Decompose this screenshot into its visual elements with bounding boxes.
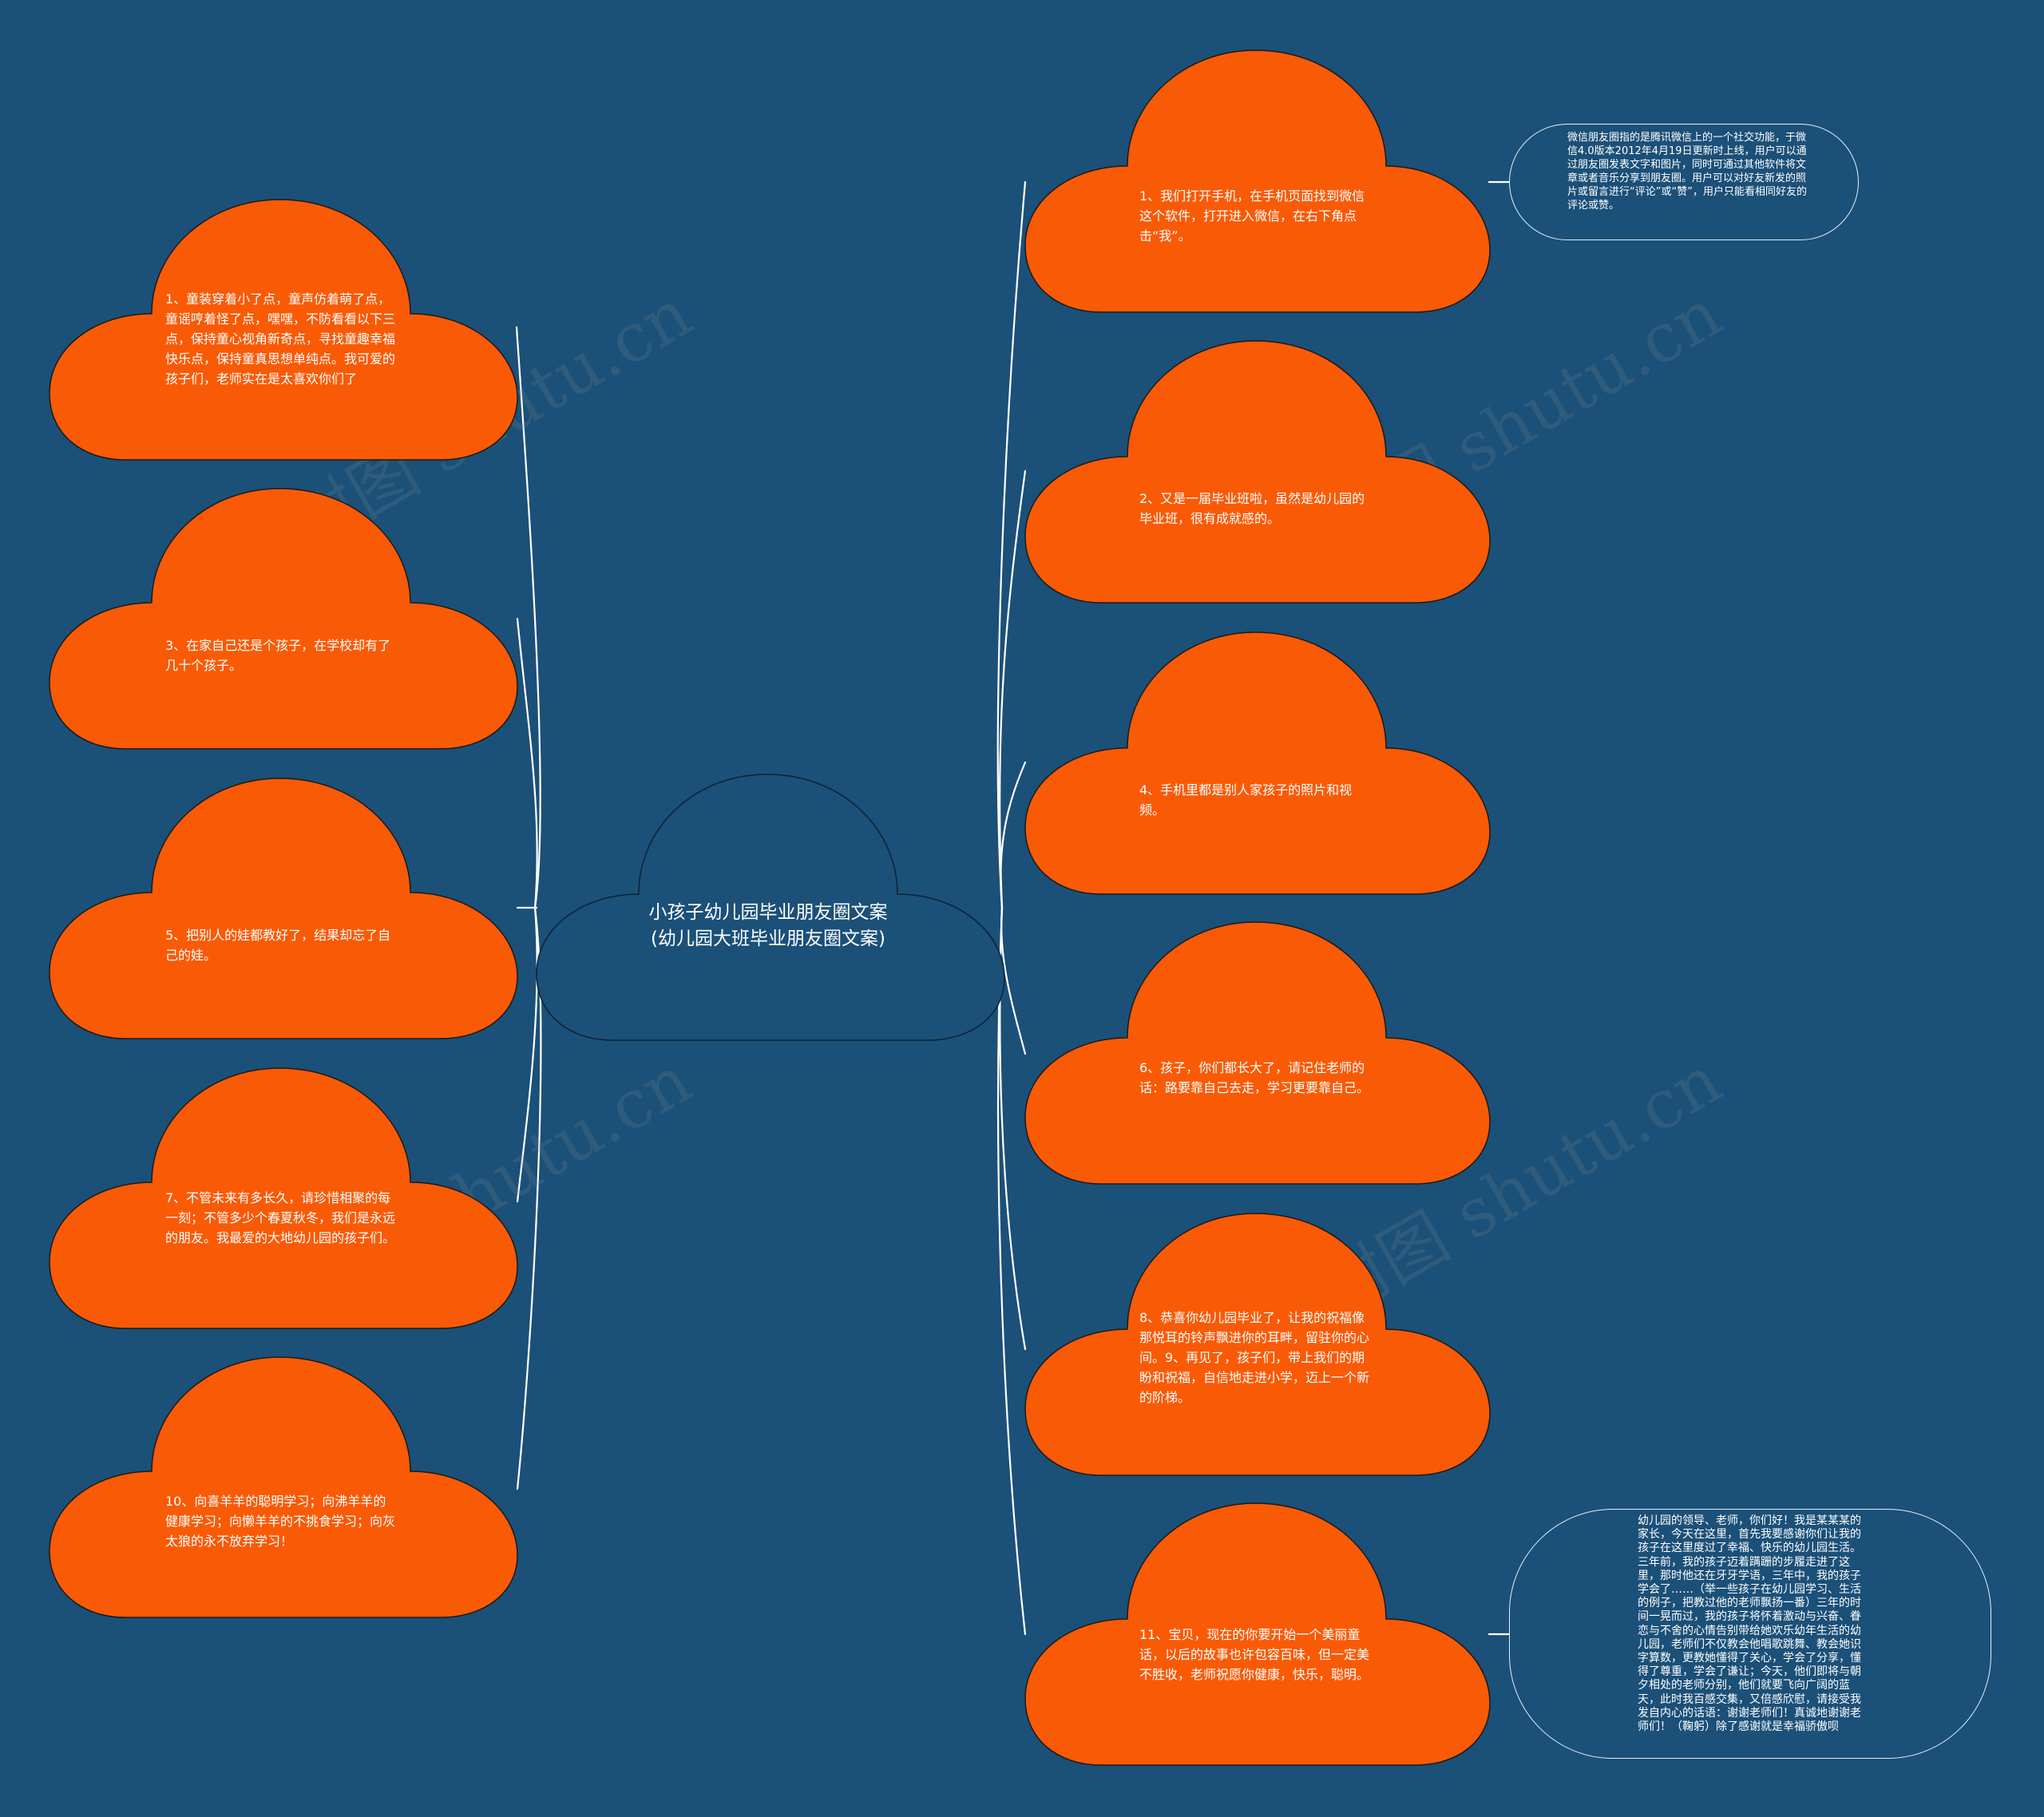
right-node-8[interactable]: 8、恭喜你幼儿园毕业了，让我的祝福像那悦耳的铃声飘进你的耳畔，留驻你的心间。9、… <box>1024 1213 1491 1477</box>
right-node-11-text: 11、宝贝，现在的你要开始一个美丽童话，以后的故事也许包容百味，但一定美不胜收，… <box>1139 1627 1370 1682</box>
left-node-1[interactable]: 1、童装穿着小了点，童声仿着萌了点，童谣哼着怪了点，嘿嘿，不防看看以下三点，保持… <box>49 199 518 461</box>
left-node-7-text: 7、不管未来有多长久，请珍惜相聚的每一刻；不管多少个春夏秋冬，我们是永远的朋友。… <box>165 1190 396 1245</box>
left-node-10-text: 10、向喜羊羊的聪明学习；向沸羊羊的健康学习；向懒羊羊的不挑食学习；向灰太狼的永… <box>165 1494 396 1549</box>
connector-left-3 <box>516 617 538 909</box>
left-node-3-text: 3、在家自己还是个孩子，在学校却有了几十个孩子。 <box>165 638 391 673</box>
right-node-2[interactable]: 2、又是一届毕业班啦，虽然是幼儿园的毕业班，很有成就感的。 <box>1024 340 1491 604</box>
center-topic-title: 小孩子幼儿园毕业朋友圈文案(幼儿园大班毕业朋友圈文案) <box>648 902 888 949</box>
center-topic[interactable]: 小孩子幼儿园毕业朋友圈文案(幼儿园大班毕业朋友圈文案) <box>536 774 1005 1042</box>
right-node-8-text: 8、恭喜你幼儿园毕业了，让我的祝福像那悦耳的铃声飘进你的耳畔，留驻你的心间。9、… <box>1139 1310 1370 1405</box>
note-wechat-moments[interactable]: 微信朋友圈指的是腾讯微信上的一个社交功能，于微信4.0版本2012年4月19日更… <box>1509 124 1859 240</box>
right-node-2-text: 2、又是一届毕业班啦，虽然是幼儿园的毕业班，很有成就感的。 <box>1139 491 1365 526</box>
right-node-4[interactable]: 4、手机里都是别人家孩子的照片和视频。 <box>1024 631 1491 896</box>
left-node-1-text: 1、童装穿着小了点，童声仿着萌了点，童谣哼着怪了点，嘿嘿，不防看看以下三点，保持… <box>165 291 396 386</box>
right-node-6-text: 6、孩子，你们都长大了，请记住老师的话：路要靠自己去走，学习更要靠自己。 <box>1139 1060 1370 1095</box>
right-node-1-text: 1、我们打开手机，在手机页面找到微信这个软件，打开进入微信，在右下角点击“我”。 <box>1139 188 1365 243</box>
note-parent-speech[interactable]: 幼儿园的领导、老师，你们好！我是某某某的家长，今天在这里，首先我要感谢你们让我的… <box>1509 1509 1991 1759</box>
left-node-10[interactable]: 10、向喜羊羊的聪明学习；向沸羊羊的健康学习；向懒羊羊的不挑食学习；向灰太狼的永… <box>49 1356 518 1619</box>
right-node-4-text: 4、手机里都是别人家孩子的照片和视频。 <box>1139 782 1353 817</box>
left-node-3[interactable]: 3、在家自己还是个孩子，在学校却有了几十个孩子。 <box>49 488 518 750</box>
left-node-5-text: 5、把别人的娃都教好了，结果却忘了自己的娃。 <box>165 928 391 963</box>
connector-left-7 <box>516 906 538 1203</box>
right-node-11[interactable]: 11、宝贝，现在的你要开始一个美丽童话，以后的故事也许包容百味，但一定美不胜收，… <box>1024 1502 1491 1767</box>
note-parent-speech-text: 幼儿园的领导、老师，你们好！我是某某某的家长，今天在这里，首先我要感谢你们让我的… <box>1638 1514 1861 1734</box>
left-node-5[interactable]: 5、把别人的娃都教好了，结果却忘了自己的娃。 <box>49 778 518 1040</box>
right-node-1[interactable]: 1、我们打开手机，在手机页面找到微信这个软件，打开进入微信，在右下角点击“我”。 <box>1024 49 1491 314</box>
left-node-7[interactable]: 7、不管未来有多长久，请珍惜相聚的每一刻；不管多少个春夏秋冬，我们是永远的朋友。… <box>49 1067 518 1330</box>
right-node-6[interactable]: 6、孩子，你们都长大了，请记住老师的话：路要靠自己去走，学习更要靠自己。 <box>1024 921 1491 1186</box>
note-wechat-moments-text: 微信朋友圈指的是腾讯微信上的一个社交功能，于微信4.0版本2012年4月19日更… <box>1567 132 1807 212</box>
